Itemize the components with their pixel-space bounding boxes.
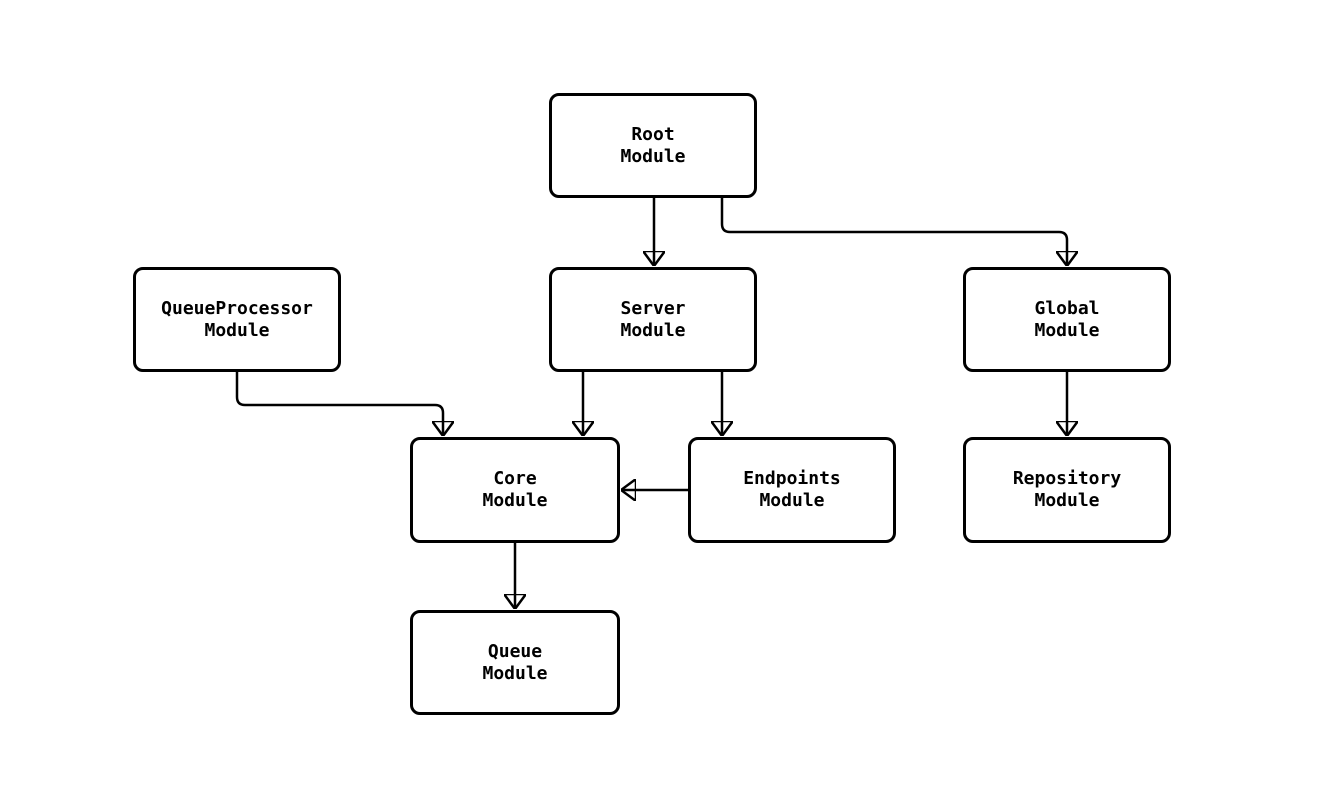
node-core-module: Core Module (410, 437, 620, 543)
edge-queueprocessor-to-core (235, 372, 443, 436)
node-global-module-label: Global Module (1034, 297, 1100, 341)
node-queueprocessor-module-label: QueueProcessor Module (161, 297, 313, 341)
node-server-module: Server Module (549, 267, 757, 372)
node-global-module: Global Module (963, 267, 1171, 372)
node-endpoints-module-label: Endpoints Module (743, 468, 841, 511)
node-core-module-label: Core Module (482, 468, 548, 511)
node-repository-module-label: Repository Module (1012, 468, 1122, 511)
node-queueprocessor-module: QueueProcessor Module (133, 267, 341, 372)
node-root-module: Root Module (549, 93, 757, 198)
node-root-module-label: Root Module (620, 123, 686, 167)
node-queue-module: Queue Module (410, 610, 620, 715)
node-endpoints-module: Endpoints Module (688, 437, 896, 543)
node-server-module-label: Server Module (620, 297, 686, 341)
edge-root-to-global (720, 198, 1067, 266)
node-queue-module-label: Queue Module (482, 640, 548, 684)
node-repository-module: Repository Module (963, 437, 1171, 543)
